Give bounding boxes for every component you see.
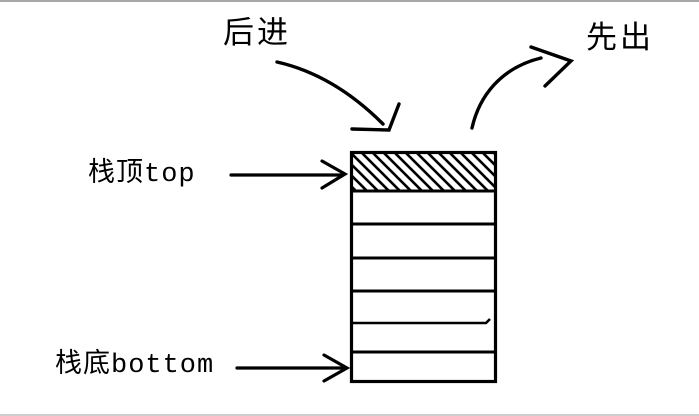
push-label: 后进 <box>223 15 291 51</box>
top-pointer-arrow <box>229 159 349 190</box>
stack-bottom-pointer-label: 栈底bottom <box>55 351 215 381</box>
bottom-pointer-arrow <box>235 353 351 383</box>
push-arrow <box>275 60 401 132</box>
divider-5 <box>352 318 491 325</box>
stack-top-pointer-label: 栈顶top <box>88 160 196 190</box>
top-border-line <box>0 0 699 2</box>
pop-arrow <box>470 45 575 130</box>
stack-outline <box>349 150 498 384</box>
stack-cell-dividers <box>351 189 496 354</box>
pop-label: 先出 <box>586 20 654 56</box>
stack-top-cell-hatch <box>353 154 495 190</box>
bottom-border-line <box>0 414 699 416</box>
